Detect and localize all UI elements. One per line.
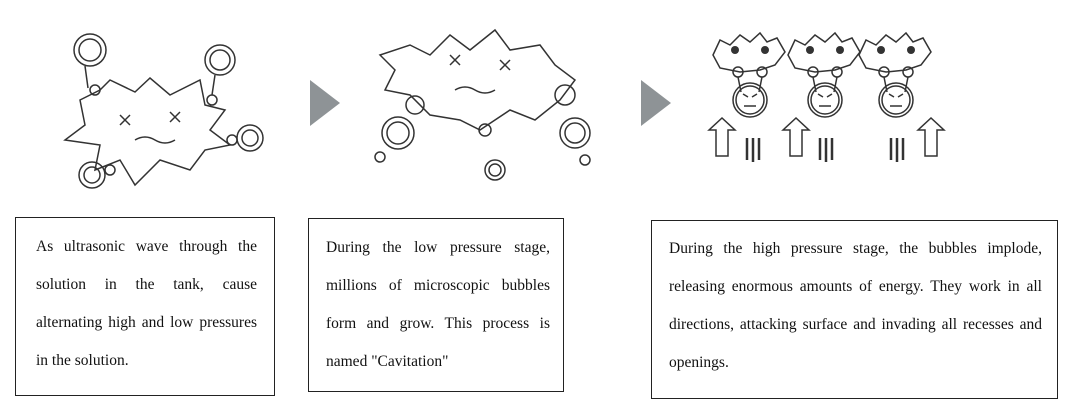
bubble-large: [374, 116, 415, 163]
pressure-up-arrow-icon: [707, 116, 737, 157]
next-arrow-icon: [310, 80, 340, 126]
stage2-illustration: [374, 28, 591, 181]
bubble-1: [73, 33, 107, 96]
bubble: [554, 84, 576, 106]
stage3-illustration: [707, 31, 946, 162]
step-1-text: As ultrasonic wave through the solution …: [36, 238, 257, 369]
imploding-bubble: [712, 31, 786, 118]
bubble-3: [226, 124, 264, 152]
step-1-description-box: As ultrasonic wave through the solution …: [15, 217, 275, 396]
next-arrow-icon: [641, 80, 671, 126]
bubble: [478, 123, 492, 137]
step-2-description-box: During the low pressure stage, millions …: [308, 218, 564, 392]
bubble-large: [559, 117, 591, 166]
impact-lines: [745, 138, 905, 162]
step-3-description-box: During the high pressure stage, the bubb…: [651, 220, 1058, 399]
step-2-text: During the low pressure stage, millions …: [326, 239, 550, 370]
dirt-blob: [378, 28, 577, 131]
bubble-large: [484, 159, 506, 181]
bubble-4: [78, 161, 116, 189]
step-3-text: During the high pressure stage, the bubb…: [669, 240, 1042, 371]
dirt-blob: [63, 76, 232, 187]
bubble: [405, 95, 425, 115]
pressure-up-arrow-icon: [916, 116, 946, 157]
bubble-2: [204, 44, 236, 106]
pressure-up-arrow-icon: [781, 116, 811, 157]
stage1-illustration: [63, 33, 264, 189]
